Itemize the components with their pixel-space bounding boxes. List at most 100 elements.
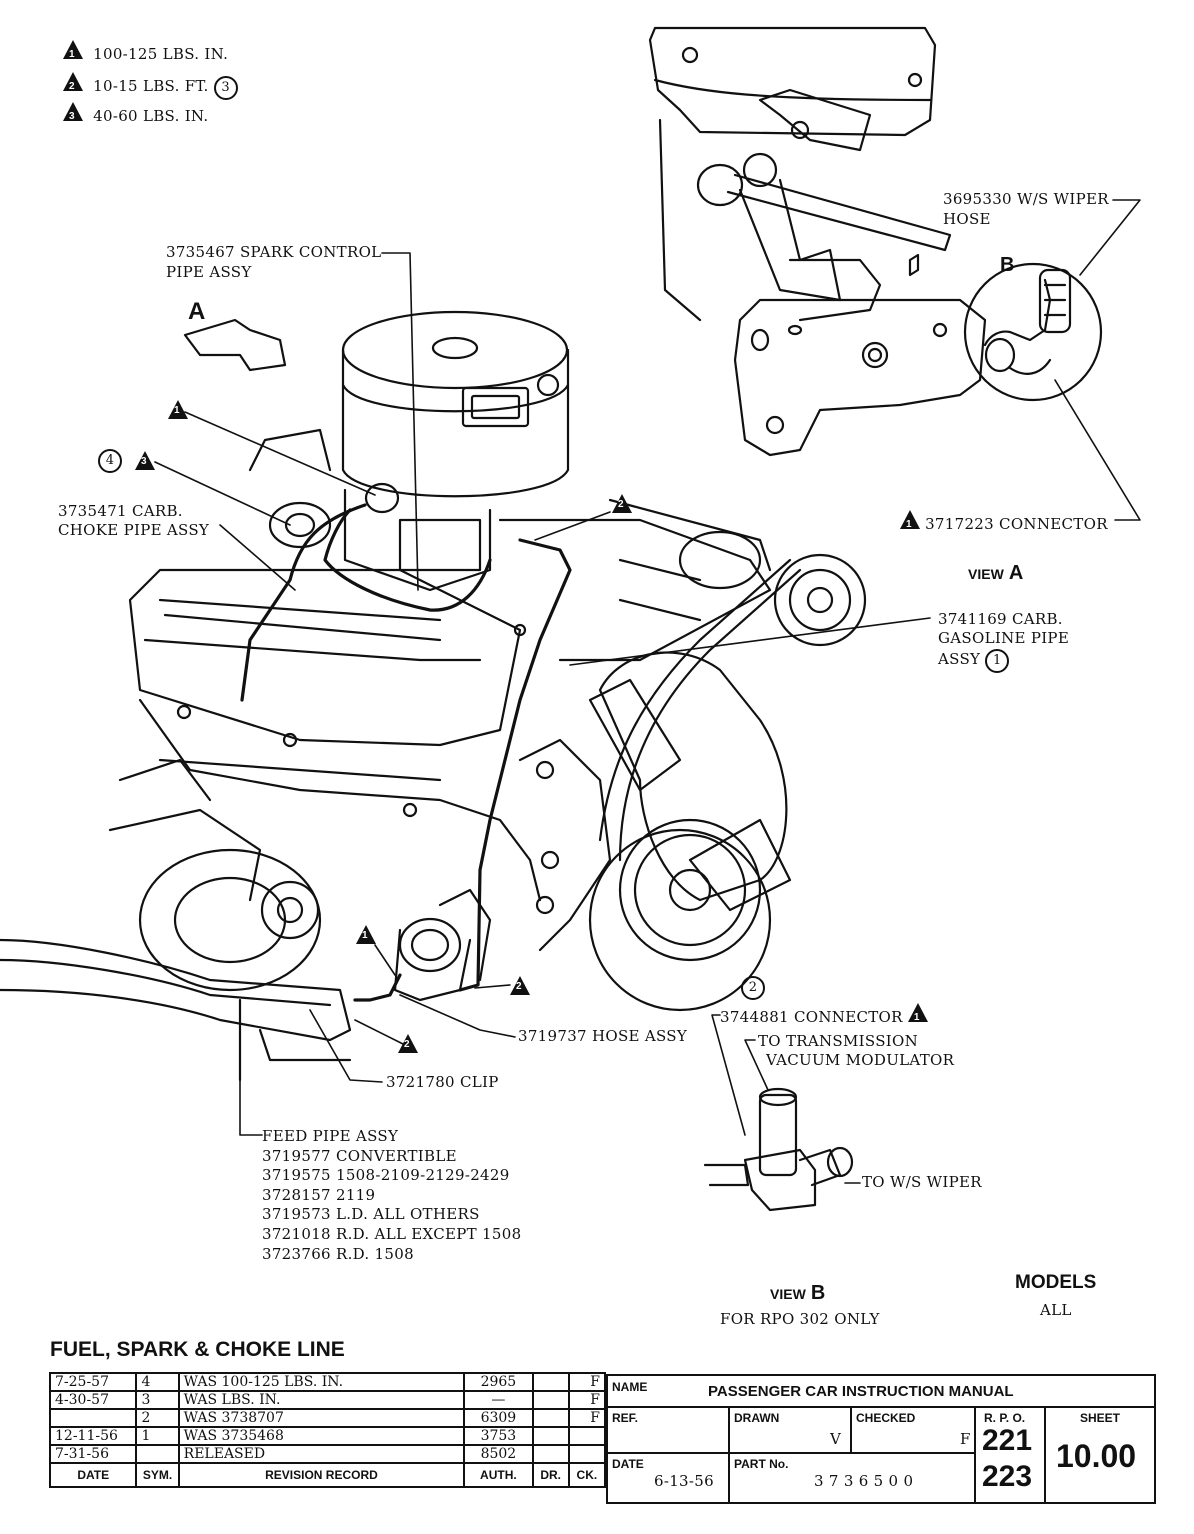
rev-record: WAS 3738707 (177, 1408, 466, 1428)
torque-mark-3-icon: 3 (63, 102, 83, 122)
gas-pipe-label-1: 3741169 CARB. (938, 610, 1063, 628)
spark-control-pipe (323, 508, 492, 612)
part-cell: PART No. 3 7 3 6 5 0 0 (730, 1454, 976, 1502)
to-wiper-label: TO W/S WIPER (862, 1173, 982, 1191)
torque-mark-1-icon: 1 (900, 510, 920, 530)
part-value: 3 7 3 6 5 0 0 (814, 1472, 914, 1490)
engine-drawing (0, 310, 867, 1082)
feed-pipe-line: 3721018 R.D. ALL EXCEPT 1508 (262, 1224, 522, 1243)
rev-record: WAS LBS. IN. (177, 1390, 466, 1410)
torque-mark-3-callout-icon: 3 (135, 451, 155, 474)
rev-date: 12-11-56 (48, 1426, 138, 1446)
rev-sym: 2 (135, 1408, 180, 1428)
legend-text-1: 100-125 LBS. IN. (93, 45, 229, 63)
legend-item-1: 1 100-125 LBS. IN. (63, 40, 228, 64)
feed-pipe-line: 3728157 2119 (262, 1185, 376, 1204)
checked-value: F (960, 1430, 971, 1448)
view-b-connector-drawing (703, 1087, 854, 1212)
feed-pipe-line: 3719575 1508-2109-2129-2429 (262, 1166, 510, 1185)
gas-pipe-label-3: ASSY 1 (938, 649, 1010, 673)
to-transmission-label-2: VACUUM MODULATOR (766, 1051, 955, 1069)
legend-text-2: 10-15 LBS. FT. (93, 77, 209, 95)
part-label: PART No. (734, 1457, 789, 1471)
rev-sym: 4 (135, 1372, 180, 1392)
sheet-value: 10.00 (1056, 1438, 1137, 1474)
sheet-label: SHEET (1080, 1411, 1121, 1425)
note-circle-3: 3 (213, 76, 238, 100)
torque-mark-2-feed-icon: 2 (398, 1034, 418, 1057)
feed-pipe-line: FEED PIPE ASSY (262, 1127, 399, 1145)
table-row: 2 WAS 3738707 6309 F (48, 1408, 607, 1428)
legend-text-3: 40-60 LBS. IN. (93, 107, 209, 125)
pipes (240, 503, 572, 1002)
table-row: 7-25-57 4 WAS 100-125 LBS. IN. 2965 F (48, 1372, 607, 1392)
ref-label: REF. (612, 1411, 639, 1425)
rev-sym: 3 (135, 1390, 180, 1410)
gasoline-pipe (458, 538, 572, 992)
rev-ck: F (567, 1408, 607, 1428)
rev-ck: F (567, 1372, 607, 1392)
torque-mark-2-callout-icon: 2 (612, 494, 632, 517)
rev-record: WAS 100-125 LBS. IN. (177, 1372, 466, 1392)
name-value: PASSENGER CAR INSTRUCTION MANUAL (708, 1383, 1014, 1400)
rev-header-dr: DR. (531, 1462, 570, 1488)
rev-record: RELEASED (177, 1444, 466, 1464)
table-row: 4-30-57 3 WAS LBS. IN. — F (48, 1390, 607, 1410)
note-circle-1: 1 (985, 649, 1010, 673)
legend-item-3: 3 40-60 LBS. IN. (63, 102, 208, 126)
spark-control-label-2: PIPE ASSY (166, 263, 252, 281)
wiper-hose-label-1: 3695330 W/S WIPER (943, 190, 1109, 208)
rpo-cell: R. P. O. 221 223 (976, 1408, 1046, 1502)
rev-date: 7-25-57 (48, 1372, 138, 1392)
rev-header-record: REVISION RECORD (177, 1462, 466, 1488)
view-a-linkage-drawing (648, 26, 1103, 457)
torque-mark-2-icon: 2 (63, 72, 83, 92)
feed-pipe-line: 3723766 R.D. 1508 (262, 1244, 414, 1263)
rev-date: 4-30-57 (48, 1390, 138, 1410)
models-value: ALL (1040, 1301, 1072, 1319)
revision-table: 7-25-57 4 WAS 100-125 LBS. IN. 2965 F 4-… (48, 1372, 607, 1488)
torque-mark-1-icon: 1 (63, 40, 83, 60)
feed-pipe-line: 3719573 L.D. ALL OTHERS (262, 1205, 480, 1224)
torque-mark-2-pump-icon: 2 (510, 976, 530, 999)
models-label: MODELS (1015, 1272, 1097, 1293)
rev-date (48, 1408, 138, 1428)
torque-mark-1-callout-icon: 1 (168, 400, 188, 423)
drawing-title: FUEL, SPARK & CHOKE LINE (50, 1338, 345, 1361)
choke-pipe-label-2: CHOKE PIPE ASSY (58, 521, 210, 539)
rpo-value-1: 221 (982, 1424, 1033, 1457)
view-a-arrow-shape (183, 318, 287, 372)
table-row: 7-31-56 RELEASED 8502 (48, 1444, 607, 1464)
rev-header-date: DATE (48, 1462, 138, 1488)
rev-ck (567, 1444, 607, 1464)
rev-auth: 6309 (463, 1408, 534, 1428)
choke-note-circle: 4 (98, 449, 122, 473)
rev-date: 7-31-56 (48, 1444, 138, 1464)
view-b-caption: VIEW B (770, 1282, 826, 1304)
torque-mark-1-pump-icon: 1 (356, 925, 376, 948)
rev-header-sym: SYM. (135, 1462, 180, 1488)
rev-auth: 8502 (463, 1444, 534, 1464)
feed-pipe-list: FEED PIPE ASSY 3719577 CONVERTIBLE 37195… (262, 1127, 521, 1264)
checked-label: CHECKED (856, 1411, 916, 1425)
rev-dr (531, 1390, 570, 1410)
view-b-callout-letter: B (1000, 254, 1015, 276)
hose-assy-label: 3719737 HOSE ASSY (518, 1027, 688, 1045)
to-transmission-label-1: TO TRANSMISSION (758, 1032, 919, 1050)
checked-cell: CHECKED F (852, 1408, 976, 1454)
wiper-hose-label-2: HOSE (943, 210, 991, 228)
rev-sym (135, 1444, 180, 1464)
rev-sym: 1 (135, 1426, 180, 1446)
rev-auth: 3753 (463, 1426, 534, 1446)
view-b-note: FOR RPO 302 ONLY (720, 1310, 880, 1328)
name-label: NAME (612, 1380, 648, 1394)
title-block-name-row: NAME PASSENGER CAR INSTRUCTION MANUAL (608, 1376, 1154, 1408)
rev-auth: — (463, 1390, 534, 1410)
rpo-value-2: 223 (982, 1460, 1033, 1493)
choke-pipe-label-1: 3735471 CARB. (58, 502, 183, 520)
spark-control-label-1: 3735467 SPARK CONTROL (166, 243, 382, 261)
rev-header-ck: CK. (567, 1462, 607, 1488)
drawn-cell: DRAWN V (730, 1408, 852, 1454)
rev-ck (567, 1426, 607, 1446)
